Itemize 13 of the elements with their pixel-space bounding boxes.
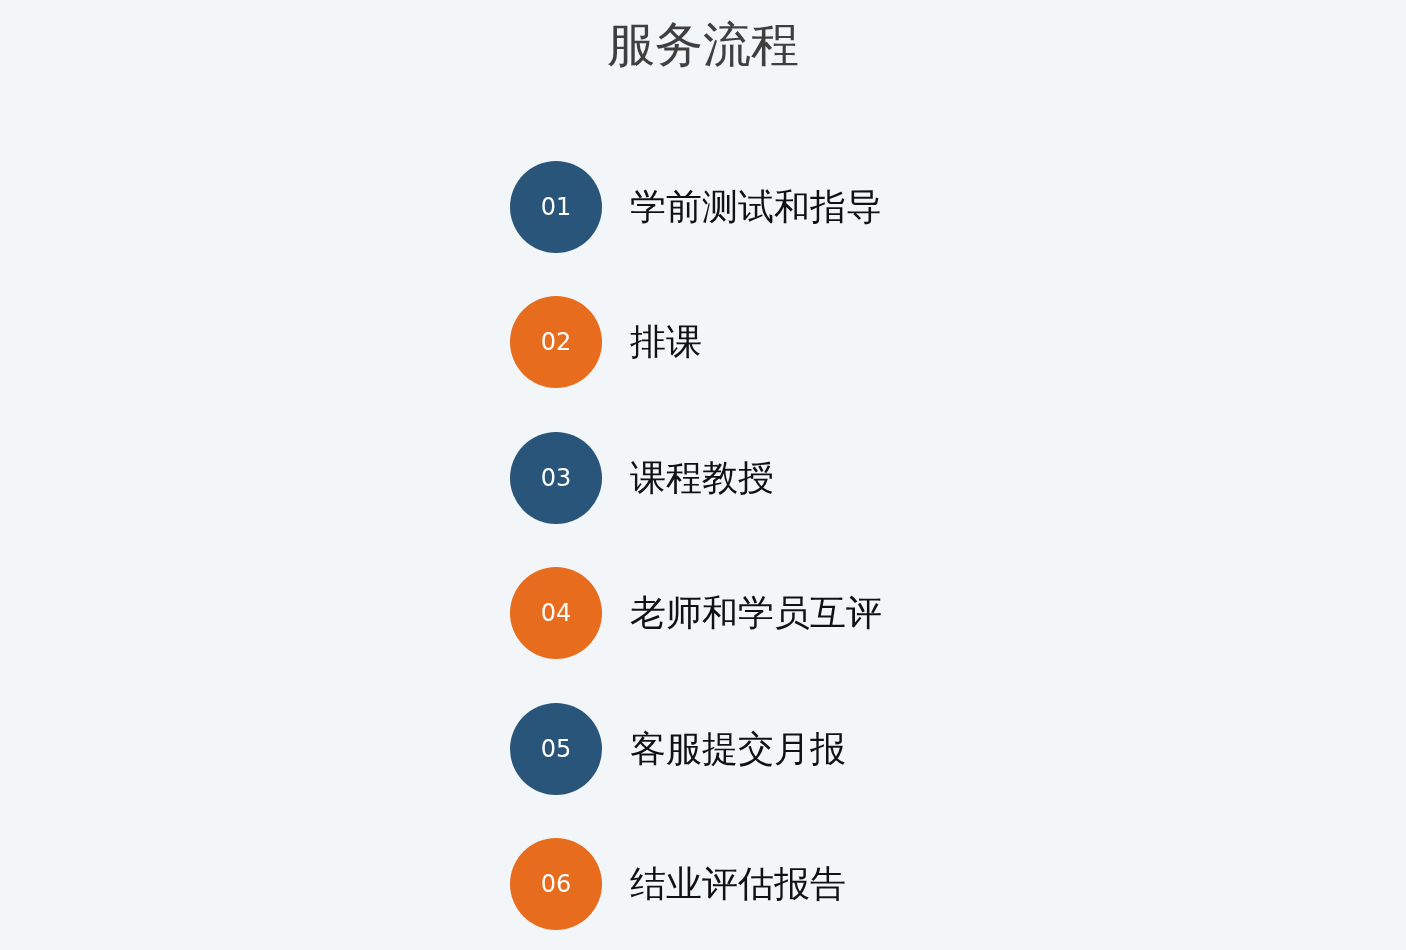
step-label: 学前测试和指导 bbox=[630, 185, 882, 229]
step-label: 结业评估报告 bbox=[630, 862, 846, 906]
step-circle: 06 bbox=[510, 838, 602, 930]
step-label: 客服提交月报 bbox=[630, 727, 846, 771]
diagram-title: 服务流程 bbox=[607, 15, 799, 74]
step-circle: 03 bbox=[510, 432, 602, 524]
step-label: 排课 bbox=[630, 320, 702, 364]
step-circle: 05 bbox=[510, 703, 602, 795]
step-circle: 01 bbox=[510, 161, 602, 253]
step-label: 课程教授 bbox=[630, 456, 774, 500]
step-circle: 02 bbox=[510, 296, 602, 388]
step-circle: 04 bbox=[510, 567, 602, 659]
step-label: 老师和学员互评 bbox=[630, 591, 882, 635]
